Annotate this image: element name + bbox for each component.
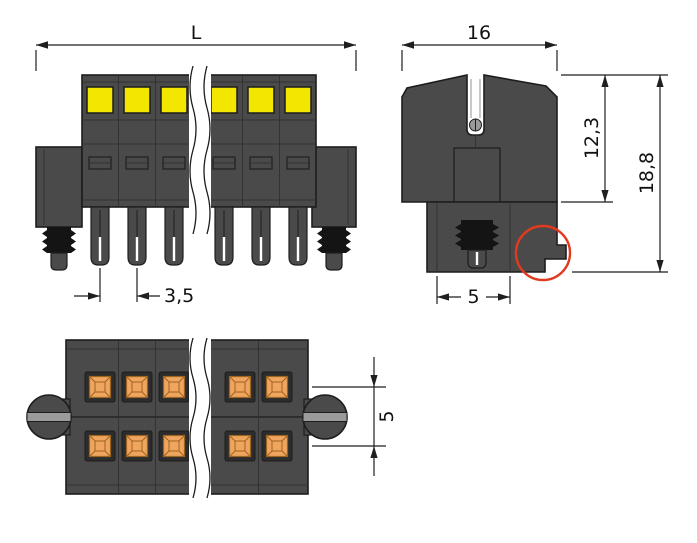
screw-slot-icon — [302, 412, 348, 422]
dimension-label-L: L — [191, 22, 202, 44]
arrow-right-icon — [344, 41, 356, 49]
push-button — [210, 86, 238, 114]
contact — [121, 371, 153, 403]
dimension-label-18-8: 18,8 — [636, 152, 658, 194]
contact — [261, 371, 293, 403]
mounting-ear-right — [302, 394, 348, 440]
thread-icon — [493, 240, 499, 247]
contact-pin — [213, 205, 235, 267]
contact-pin — [287, 205, 309, 267]
dimension-upper-height: 12,3 — [561, 74, 668, 203]
arrow-up-icon — [370, 446, 378, 458]
mounting-flange-right — [311, 146, 357, 271]
arrow-left-icon — [137, 292, 149, 300]
contact — [84, 371, 116, 403]
housing-side — [401, 74, 567, 273]
actuation-slot-walls — [470, 79, 481, 118]
contact-pin — [163, 205, 185, 267]
thread-icon — [493, 232, 499, 239]
push-button — [284, 86, 312, 114]
housing-bottom — [65, 339, 309, 495]
stud-body — [461, 220, 493, 250]
contact-pin — [250, 205, 272, 267]
contact — [121, 430, 153, 462]
housing-ridge-lines — [66, 348, 308, 486]
dimension-label-5: 5 — [467, 286, 479, 308]
contact — [224, 430, 256, 462]
threaded-stud — [41, 226, 77, 271]
flange-body — [35, 146, 83, 228]
arrow-right-icon — [545, 41, 557, 49]
thread-icon — [493, 224, 499, 231]
dimension-label-3-5: 3,5 — [164, 285, 194, 307]
dimension-total-length: L — [35, 22, 357, 71]
push-button — [247, 86, 275, 114]
arrow-left-icon — [402, 41, 414, 49]
arrow-left-icon — [437, 293, 449, 301]
dimension-width: 16 — [401, 22, 558, 71]
dimension-label-12-3: 12,3 — [581, 117, 603, 159]
thread-icon — [455, 240, 461, 247]
push-button — [123, 86, 151, 114]
contact — [224, 371, 256, 403]
screw-slot-icon — [26, 412, 72, 422]
dimension-total-height: 18,8 — [572, 75, 668, 273]
housing-upper-profile — [401, 74, 558, 203]
break-lines-bottom — [189, 336, 211, 499]
arrow-up-icon — [656, 75, 664, 87]
thread-icon — [455, 232, 461, 239]
break-wave-line — [203, 65, 211, 235]
highlight-circle — [514, 224, 572, 282]
threaded-stud — [316, 226, 352, 271]
arrow-right-icon — [498, 293, 510, 301]
arrow-down-icon — [601, 190, 609, 202]
dimension-row-pitch: 5 — [312, 357, 398, 476]
break-gap — [189, 336, 211, 498]
push-button — [160, 86, 188, 114]
front-view: L — [35, 22, 357, 307]
thread-icon — [455, 224, 461, 231]
dimension-clamp-width: 5 — [436, 276, 511, 308]
side-view: 16 — [401, 22, 668, 308]
break-wave-line — [203, 337, 211, 499]
arrow-down-icon — [370, 375, 378, 387]
threaded-stud-side — [455, 220, 499, 269]
clamp-cage-outline — [453, 147, 501, 202]
contact — [158, 430, 190, 462]
break-lines-front — [189, 64, 211, 240]
contact-pin — [126, 205, 148, 267]
mounting-ear-left — [26, 394, 72, 440]
dimension-label-5-rows: 5 — [376, 410, 398, 422]
pole-divider-lines — [118, 341, 259, 493]
mounting-flange-left — [35, 146, 83, 271]
arrow-left-icon — [36, 41, 48, 49]
flange-body — [311, 146, 357, 228]
arrow-right-icon — [88, 292, 100, 300]
arrow-down-icon — [656, 260, 664, 272]
housing-seam-lines — [436, 202, 511, 272]
dimension-pole-pitch: 3,5 — [74, 268, 194, 307]
arrow-up-icon — [601, 75, 609, 87]
contact-pin — [89, 205, 111, 267]
housing-detail-lines — [82, 81, 316, 201]
housing-lower-profile — [426, 201, 567, 273]
push-button — [86, 86, 114, 114]
break-wave-line — [189, 65, 197, 235]
pole-divider-lines — [118, 75, 280, 207]
contact — [261, 430, 293, 462]
bottom-view: 5 — [26, 336, 398, 499]
dimension-label-16: 16 — [467, 22, 491, 44]
break-wave-line — [189, 337, 197, 499]
contact — [84, 430, 116, 462]
contact — [158, 371, 190, 403]
